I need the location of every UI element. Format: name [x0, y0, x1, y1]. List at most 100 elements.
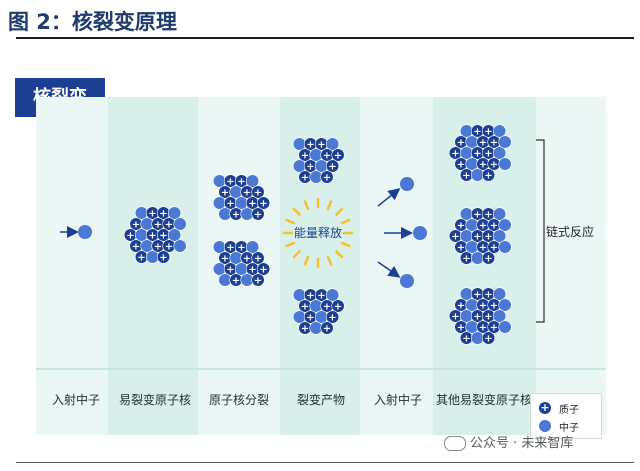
neutron: [173, 239, 187, 253]
proton-plus: +: [451, 232, 459, 243]
proton-plus: +: [301, 324, 309, 335]
arrow-right-icon: [377, 261, 401, 278]
caption-fission-products: 裂变产物: [296, 393, 345, 407]
proton-plus: +: [462, 334, 470, 345]
proton-plus: +: [259, 265, 267, 276]
neutron: [492, 287, 507, 301]
neutron: [245, 240, 260, 254]
neutron: [492, 207, 507, 221]
proton-plus: +: [473, 290, 481, 301]
legend-neutron-label: 中子: [559, 422, 579, 434]
proton-plus: +: [226, 199, 234, 210]
proton-plus: +: [148, 231, 156, 242]
proton-plus: +: [490, 323, 498, 334]
proton-plus: +: [243, 254, 251, 265]
caption-incident-neutron-1: 入射中子: [51, 393, 100, 407]
nucleus: +++++++++++++: [448, 207, 512, 265]
proton-plus: +: [484, 232, 492, 243]
proton-plus: +: [254, 188, 262, 199]
proton-plus: +: [221, 254, 229, 265]
proton-plus: +: [473, 149, 481, 160]
proton-plus: +: [457, 301, 465, 312]
neutron: [498, 240, 512, 254]
proton-plus: +: [479, 221, 487, 232]
proton-plus: +: [159, 209, 167, 220]
sunburst-icon: [292, 207, 301, 216]
proton-plus: +: [254, 210, 262, 221]
nuclei-clusters: ++++++++++++++++++++++++++++++++++++++++…: [123, 124, 512, 345]
nucleus: +++++++++: [292, 288, 345, 335]
proton-plus: +: [254, 276, 262, 287]
sunburst-icon: [335, 207, 344, 216]
proton-plus: +: [462, 254, 470, 265]
legend: + 质子 中子: [530, 393, 602, 439]
sunburst-icon: [326, 200, 333, 211]
neutron: [498, 320, 512, 334]
proton-plus: +: [301, 173, 309, 184]
proton-plus: +: [462, 171, 470, 182]
proton-plus: +: [484, 312, 492, 323]
wechat-icon: [444, 436, 466, 451]
caption-nucleus-splitting: 原子核分裂: [208, 393, 269, 407]
sunburst-icon: [335, 250, 344, 259]
proton-plus: +: [159, 231, 167, 242]
watermark: 公众号 · 未来智库: [444, 432, 573, 451]
proton: [256, 262, 271, 276]
sunburst-icon: [303, 255, 310, 266]
proton-plus: +: [148, 209, 156, 220]
caption-incident-neutron-2: 入射中子: [373, 393, 422, 407]
caption-other-fissile-nuclei: 其他易裂变原子核: [435, 393, 532, 407]
neutron: [245, 174, 260, 188]
bottom-rule: [16, 462, 634, 463]
proton-plus: +: [323, 302, 331, 313]
proton-plus: +: [317, 140, 325, 151]
proton-plus: +: [323, 173, 331, 184]
proton-plus: +: [457, 221, 465, 232]
sunburst-icon: [285, 218, 296, 225]
neutron: [325, 288, 340, 302]
proton-plus: +: [484, 149, 492, 160]
proton-plus: +: [248, 265, 256, 276]
neutron: [492, 309, 507, 323]
proton: [331, 299, 345, 313]
proton-plus: +: [484, 210, 492, 221]
proton-plus: +: [154, 242, 162, 253]
proton-plus: +: [334, 151, 342, 162]
proton-plus: +: [484, 171, 492, 182]
nucleus: +++++++++++++: [448, 124, 512, 182]
proton-plus: +: [451, 149, 459, 160]
proton-plus: +: [221, 188, 229, 199]
proton-plus: +: [165, 220, 173, 231]
proton-plus: +: [457, 243, 465, 254]
proton-plus: +: [457, 138, 465, 149]
neutron: [173, 217, 187, 231]
proton-plus: +: [490, 301, 498, 312]
proton-plus: +: [132, 242, 140, 253]
proton-plus: +: [328, 162, 336, 173]
proton-plus: +: [226, 265, 234, 276]
proton-plus: +: [317, 291, 325, 302]
caption-fissile-nucleus: 易裂变原子核: [118, 393, 191, 407]
proton-plus: +: [248, 199, 256, 210]
proton-plus: +: [226, 177, 234, 188]
proton-plus: +: [323, 324, 331, 335]
proton-plus: +: [126, 231, 134, 242]
neutron: [167, 228, 182, 242]
proton-plus: +: [490, 138, 498, 149]
chain-reaction-label: 链式反应: [546, 224, 594, 239]
proton-plus: +: [490, 243, 498, 254]
neutron: [498, 218, 512, 232]
proton-plus: +: [479, 301, 487, 312]
neutron: [498, 157, 512, 171]
incident-neutron: [78, 225, 92, 239]
proton: [331, 148, 345, 162]
proton-plus: +: [243, 188, 251, 199]
proton: [251, 207, 265, 221]
proton-plus: +: [154, 220, 162, 231]
proton: [256, 196, 271, 210]
proton-plus: +: [232, 276, 240, 287]
sunburst-icon: [340, 218, 351, 225]
proton: [251, 273, 265, 287]
nucleus: +++++++++++++: [448, 287, 512, 345]
neutron: [498, 135, 512, 149]
